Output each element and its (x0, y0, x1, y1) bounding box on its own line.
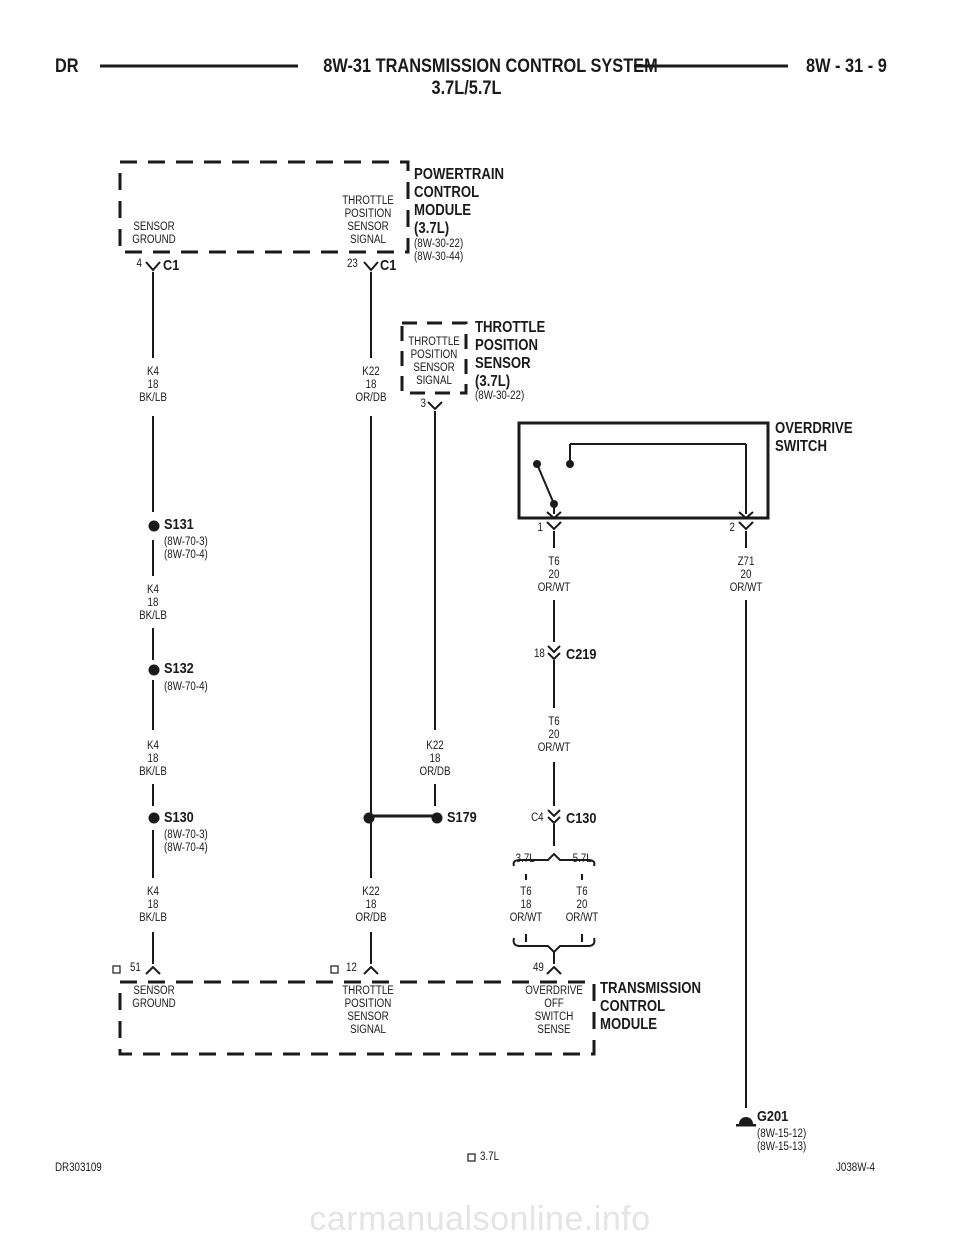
splice-s131: S131 (164, 516, 194, 533)
wire-label-t6-a: T6 20 OR/WT (537, 556, 571, 594)
pcm-name: POWERTRAIN CONTROL MODULE (3.7L) (414, 166, 505, 237)
splice-s132: S132 (164, 660, 194, 677)
tcm-pin-sensor-ground-label: SENSOR GROUND (132, 985, 176, 1010)
c130-pin: C4 (531, 812, 544, 824)
tps-pin-label: THROTTLE POSITION SENSOR SIGNAL (408, 336, 460, 387)
tcm-pin-49: 49 (532, 962, 544, 974)
tps-name: THROTTLE POSITION SENSOR (3.7L) (475, 319, 546, 390)
footer-legend: 3.7L (480, 1151, 500, 1163)
pcm-connector-c1-a: C1 (163, 257, 180, 274)
pcm-pin-tps-signal-label: THROTTLE POSITION SENSOR SIGNAL (342, 195, 394, 246)
tcm-pin-tps-signal-label: THROTTLE POSITION SENSOR SIGNAL (342, 985, 394, 1036)
pcm-connector-c1-b: C1 (380, 257, 397, 274)
page-title: 8W-31 TRANSMISSION CONTROL SYSTEM (323, 56, 658, 77)
tps-pin-3: 3 (420, 398, 426, 410)
wire-label-k4-d: K4 18 BK/LB (139, 886, 167, 924)
tcm-pin-od-sense-label: OVERDRIVE OFF SWITCH SENSE (525, 985, 583, 1036)
tps-ref: (8W-30-22) (475, 390, 525, 402)
page-subtitle: 3.7L/5.7L (431, 78, 502, 99)
splice-s132-refs: (8W-70-4) (164, 681, 208, 693)
od-switch-pin-2: 2 (729, 522, 735, 534)
splice-s179: S179 (447, 809, 477, 826)
tcm-pin-51: 51 (129, 962, 141, 974)
ground-g201: G201 (757, 1108, 789, 1125)
wire-label-t6-37l: T6 18 OR/WT (509, 886, 543, 924)
option-5-7l: 5.7L (572, 853, 592, 865)
option-3-7l: 3.7L (515, 853, 535, 865)
footer-left-code: DR303109 (55, 1162, 102, 1174)
splice-s130-refs: (8W-70-3) (8W-70-4) (164, 829, 208, 854)
pcm-pin-23: 23 (346, 258, 358, 270)
wire-label-k4-a: K4 18 BK/LB (139, 366, 167, 404)
wire-label-t6-57l: T6 20 OR/WT (565, 886, 599, 924)
tcm-pin-12: 12 (345, 962, 357, 974)
wire-label-k4-b: K4 18 BK/LB (139, 584, 167, 622)
footer-right-code: J038W-4 (836, 1162, 875, 1174)
watermark: carmanualsonline.info (309, 1200, 651, 1238)
c219-pin: 18 (533, 648, 545, 660)
pcm-refs: (8W-30-22) (8W-30-44) (414, 238, 464, 263)
overdrive-switch-name: OVERDRIVE SWITCH (775, 420, 853, 455)
ground-g201-refs: (8W-15-12) (8W-15-13) (757, 1128, 807, 1153)
pcm-pin-sensor-ground-label: SENSOR GROUND (132, 221, 176, 246)
wire-label-z71: Z71 20 OR/WT (729, 556, 763, 594)
header-left: DR (55, 56, 79, 77)
connector-c219: C219 (566, 646, 597, 663)
header-right: 8W - 31 - 9 (806, 56, 887, 77)
tcm-name: TRANSMISSION CONTROL MODULE (600, 980, 702, 1033)
splice-s130: S130 (164, 809, 194, 826)
wire-label-k4-c: K4 18 BK/LB (139, 740, 167, 778)
wire-label-k22-c: K22 18 OR/DB (355, 886, 387, 924)
wire-label-k22-b: K22 18 OR/DB (419, 740, 451, 778)
wire-label-k22-a: K22 18 OR/DB (355, 366, 387, 404)
pcm-pin-4: 4 (136, 258, 142, 270)
od-switch-pin-1: 1 (537, 522, 543, 534)
splice-s131-refs: (8W-70-3) (8W-70-4) (164, 536, 208, 561)
wire-label-t6-b: T6 20 OR/WT (537, 716, 571, 754)
connector-c130: C130 (566, 810, 597, 827)
